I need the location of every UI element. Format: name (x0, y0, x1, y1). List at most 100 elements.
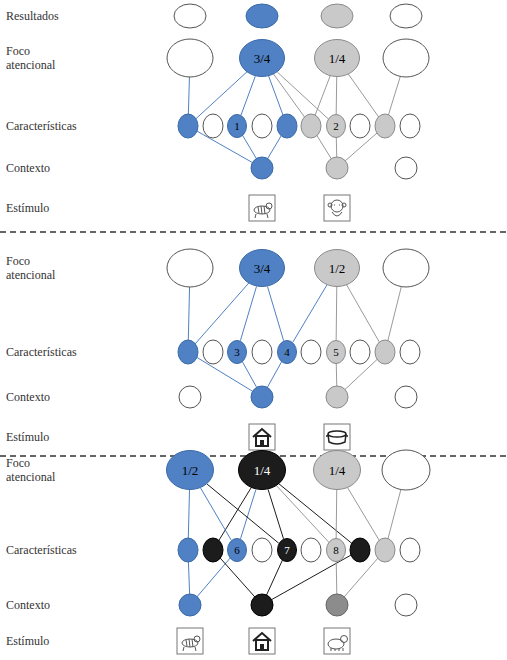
focus-unit (167, 39, 213, 77)
feature-circle: 4 (277, 340, 297, 364)
feature-unit (301, 538, 321, 562)
feature-circle: 5 (326, 340, 346, 364)
feature-unit (375, 538, 395, 562)
context-unit (179, 386, 201, 408)
context-unit (251, 594, 273, 616)
feature-unit (203, 114, 223, 138)
ellipse-shape (327, 539, 346, 562)
feature-unit (277, 114, 297, 138)
icon-frame (249, 195, 275, 221)
ellipse-shape (327, 341, 346, 364)
wire-group (188, 470, 406, 605)
feature-unit (252, 114, 272, 138)
connection-line (241, 76, 255, 115)
row-label: Estímulo (6, 634, 96, 648)
result-unit (390, 4, 422, 28)
icon-stroke (260, 644, 264, 650)
icon-stroke (260, 440, 264, 446)
icon-stroke (331, 200, 343, 212)
row-label: Contexto (6, 161, 96, 175)
ellipse-shape (239, 451, 286, 490)
row-label: Foco atencional (6, 44, 68, 72)
ellipse-shape (278, 539, 297, 562)
context-unit (179, 594, 201, 616)
row-label: Estímulo (6, 201, 96, 215)
feature-unit (203, 538, 223, 562)
icon-stroke (326, 434, 348, 444)
row-label: Características (6, 345, 101, 359)
connection-line (293, 285, 327, 342)
context-unit (395, 386, 417, 408)
callout-number: 7 (284, 545, 290, 556)
panel-separator (0, 231, 507, 233)
fraction-label: 3/4 (254, 262, 271, 275)
feature-unit (400, 114, 420, 138)
tiger-icon (177, 628, 203, 654)
feature-unit (350, 538, 370, 562)
ellipse-shape (315, 40, 360, 77)
ellipse-shape (278, 341, 297, 364)
focus-unit (383, 39, 429, 77)
icon-stroke (256, 640, 268, 650)
ellipse-shape (228, 341, 247, 364)
fraction-label: 1/4 (254, 464, 271, 477)
feature-unit (252, 340, 272, 364)
row-label: Contexto (6, 390, 96, 404)
feature-circle: 1 (227, 114, 247, 138)
connection-line (267, 286, 283, 340)
tiger-icon (249, 195, 275, 221)
wire (188, 126, 262, 168)
connection-line (207, 484, 279, 543)
icon-stroke (332, 205, 342, 216)
row-label: Características (6, 543, 101, 557)
ellipse-shape (228, 539, 247, 562)
feature-unit (350, 114, 370, 138)
feature-circle: 2 (326, 114, 346, 138)
focus-ellipse: 3/4 (239, 39, 285, 77)
context-unit (326, 157, 348, 179)
connection-line (336, 287, 338, 340)
icon-frame (324, 628, 350, 654)
ellipse-shape (240, 250, 285, 287)
icon-stroke (341, 636, 348, 643)
ellipse-shape (228, 115, 247, 138)
feature-circle: 8 (326, 538, 346, 562)
row-label: Características (6, 119, 101, 133)
feature-circle: 6 (227, 538, 247, 562)
focus-ellipse: 3/4 (239, 249, 285, 287)
feature-unit (178, 114, 198, 138)
context-unit (395, 157, 417, 179)
feature-unit (400, 340, 420, 364)
icon-stroke (328, 203, 332, 207)
feature-unit (375, 340, 395, 364)
callout-number: 4 (284, 347, 290, 358)
connection-line (336, 490, 338, 538)
focus-ellipse: 1/4 (313, 450, 361, 490)
house-icon (249, 424, 275, 450)
feature-unit (178, 538, 198, 562)
focus-unit (382, 450, 430, 490)
icon-stroke (331, 648, 343, 651)
feature-unit (301, 340, 321, 364)
icon-frame (324, 424, 350, 450)
ellipse-shape (240, 40, 285, 77)
row-label: Foco atencional (6, 254, 68, 282)
bear-icon (324, 628, 350, 654)
feature-circle: 7 (277, 538, 297, 562)
callout-number: 3 (234, 347, 240, 358)
row-label: Contexto (6, 598, 96, 612)
row-label: Foco atencional (6, 456, 68, 484)
connection-line (277, 486, 329, 542)
icon-stroke (328, 431, 346, 437)
callout-number: 5 (333, 347, 339, 358)
fraction-label: 1/2 (182, 464, 199, 477)
feature-unit (178, 340, 198, 364)
focus-ellipse: 1/2 (166, 450, 214, 490)
ellipse-shape (315, 250, 360, 287)
icon-stroke (255, 206, 268, 218)
callout-number: 8 (333, 545, 339, 556)
icon-frame (324, 195, 350, 221)
wire-group (188, 58, 406, 168)
